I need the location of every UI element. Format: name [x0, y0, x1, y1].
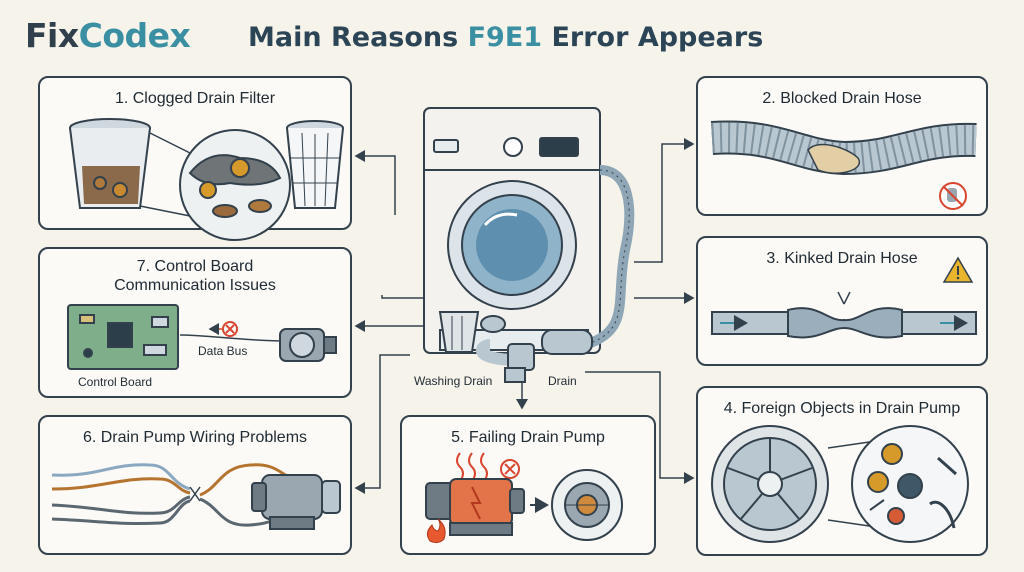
drain-label: Drain — [548, 374, 577, 388]
panel-7-title-line1: 7. Control Board — [136, 258, 254, 275]
panel-2-title: 2. Blocked Drain Hose — [762, 90, 922, 107]
panel-7-title-line2: Communication Issues — [114, 277, 276, 294]
error-x-icon — [222, 321, 238, 337]
panel-6-title: 6. Drain Pump Wiring Problems — [82, 429, 308, 446]
title-error-code: F9E1 — [467, 22, 543, 53]
data-bus-label: Data Bus — [198, 344, 248, 358]
wiring-illustration — [51, 463, 341, 530]
panel-drain-pump-wiring: 6. Drain Pump Wiring Problems — [38, 415, 352, 555]
panel-1-title: 1. Clogged Drain Filter — [114, 90, 276, 107]
heat-icon — [456, 452, 488, 482]
brand-part1: Fix — [25, 16, 79, 55]
control-board-label: Control Board — [78, 375, 153, 389]
page-title: Main Reasons F9E1 Error Appears — [248, 22, 763, 53]
panel-foreign-objects-drain-pump: 4. Foreign Objects in Drain Pump — [696, 386, 988, 556]
pump-motor — [251, 474, 341, 530]
washing-machine — [423, 107, 601, 354]
drain-hose — [475, 165, 635, 383]
arrow-to-panel-1 — [354, 150, 396, 215]
brand-logo: FixCodex — [25, 16, 191, 55]
no-socks-icon — [939, 182, 967, 210]
warning-icon — [942, 256, 974, 283]
panel-5-title: 5. Failing Drain Pump — [451, 429, 605, 446]
arrow-to-panel-6 — [354, 354, 410, 494]
panel-kinked-drain-hose: 3. Kinked Drain Hose — [696, 236, 988, 366]
panel-clogged-drain-filter: 1. Clogged Drain Filter — [38, 76, 352, 241]
failing-pump-illustration — [425, 452, 623, 544]
panel-3-title: 3. Kinked Drain Hose — [766, 250, 918, 267]
panel-blocked-drain-hose: 2. Blocked Drain Hose — [696, 76, 988, 216]
title-suffix: Error Appears — [542, 22, 764, 53]
panel-control-board-communication: 7. Control Board Communication Issues Da… — [38, 247, 352, 398]
flame-icon — [426, 518, 446, 544]
washing-drain-label: Washing Drain — [414, 374, 493, 388]
clogged-filter-illustration — [69, 118, 344, 241]
control-board-illustration — [67, 304, 337, 370]
title-prefix: Main Reasons — [248, 22, 468, 53]
panel-failing-drain-pump: 5. Failing Drain Pump — [400, 415, 656, 555]
blocked-hose-illustration — [710, 120, 977, 210]
foreign-objects-illustration — [711, 425, 969, 543]
error-x-icon — [500, 459, 520, 479]
panel-4-title: 4. Foreign Objects in Drain Pump — [723, 400, 961, 417]
brand-part2: Codex — [78, 16, 191, 55]
kinked-hose-illustration — [711, 256, 977, 339]
arrow-to-panel-2 — [634, 138, 695, 263]
drain-filter-cup — [438, 311, 506, 353]
arrow-to-panel-4 — [585, 371, 695, 484]
